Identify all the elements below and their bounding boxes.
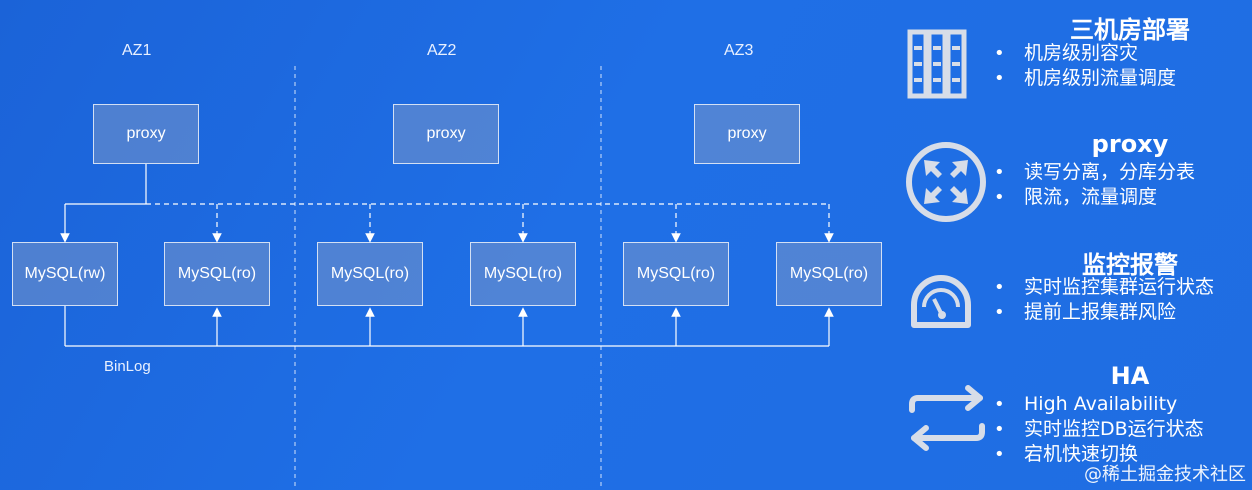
az2-label: AZ2 [427, 42, 457, 59]
feature-title: proxy [1091, 130, 1169, 158]
server-rack-icon [904, 28, 970, 104]
mysql-ro-node: MySQL(ro) [317, 242, 423, 306]
connector-lines [60, 233, 834, 317]
feature-item: 宕机快速切换 [992, 442, 1204, 467]
feature-monitoring: 监控报警 实时监控集群运行状态 提前上报集群风险 [900, 243, 1252, 353]
proxy-node-az2: proxy [393, 104, 499, 164]
az1-label: AZ1 [122, 42, 152, 59]
binlog-label: BinLog [104, 358, 151, 375]
feature-title: HA [1110, 362, 1150, 390]
feature-item: 机房级别流量调度 [992, 66, 1176, 91]
switch-arrows-icon [904, 382, 990, 458]
az3-label: AZ3 [724, 42, 754, 59]
feature-item: 提前上报集群风险 [992, 300, 1214, 325]
gauge-icon [904, 269, 978, 335]
mysql-rw-node: MySQL(rw) [12, 242, 118, 306]
feature-title: 三机房部署 [1070, 16, 1190, 44]
mysql-ro-node: MySQL(ro) [623, 242, 729, 306]
mysql-ro-node: MySQL(ro) [776, 242, 882, 306]
router-arrows-icon [904, 140, 988, 228]
feature-item: 实时监控DB运行状态 [992, 417, 1204, 442]
feature-item: 机房级别容灾 [992, 41, 1176, 66]
feature-item: 实时监控集群运行状态 [992, 275, 1214, 300]
feature-item: High Availability [992, 392, 1204, 417]
feature-item: 读写分离，分库分表 [992, 160, 1195, 185]
feature-three-datacenter: 三机房部署 机房级别容灾 机房级别流量调度 [900, 0, 1252, 110]
feature-proxy: proxy 读写分离，分库分表 限流，流量调度 [900, 128, 1252, 238]
feature-item: 限流，流量调度 [992, 185, 1195, 210]
proxy-node-az1: proxy [93, 104, 199, 164]
feature-ha: HA High Availability 实时监控DB运行状态 宕机快速切换 [900, 360, 1252, 490]
mysql-ro-node: MySQL(ro) [164, 242, 270, 306]
mysql-ro-node: MySQL(ro) [470, 242, 576, 306]
watermark: @稀土掘金技术社区 [1084, 464, 1246, 485]
proxy-node-az3: proxy [694, 104, 800, 164]
